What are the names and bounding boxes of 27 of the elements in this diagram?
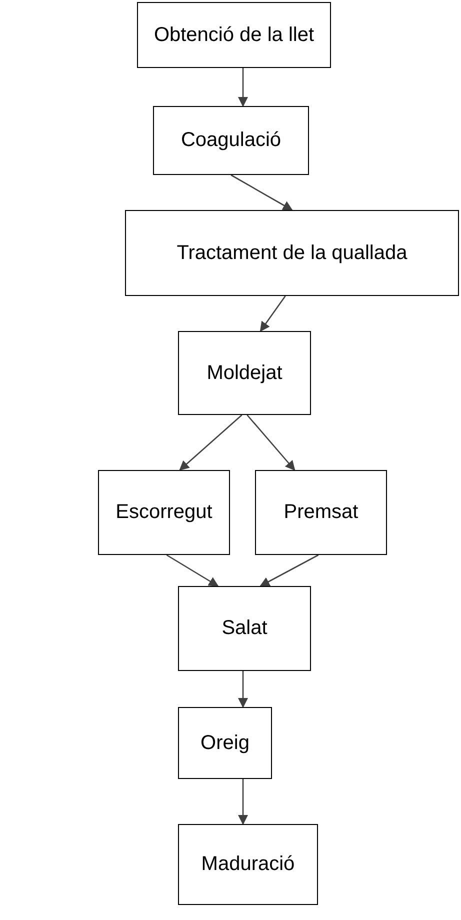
arrow — [179, 414, 242, 471]
arrow — [238, 671, 248, 708]
process-box — [178, 331, 311, 415]
step-label: Oreig — [200, 730, 250, 756]
step-label: Escorregut — [116, 500, 212, 525]
arrow — [260, 554, 319, 587]
arrow — [166, 554, 219, 587]
process-box — [98, 470, 230, 555]
step-label: Obtenció de la llet — [154, 22, 314, 48]
step-label: Moldejat — [206, 360, 282, 386]
arrow — [238, 779, 248, 825]
step-label: Coagulació — [180, 128, 282, 153]
process-box — [153, 106, 309, 175]
process-box — [255, 470, 387, 555]
step-label: Tractament de la quallada — [176, 240, 408, 266]
arrow — [238, 68, 248, 107]
step-label: Maduració — [201, 852, 295, 877]
arrow — [230, 174, 293, 211]
arrow — [246, 414, 296, 471]
process-box — [137, 2, 331, 68]
step-label: Premsat — [284, 500, 358, 525]
process-box — [178, 824, 318, 905]
arrow — [260, 296, 286, 332]
step-label: Salat — [222, 616, 268, 641]
process-box — [178, 707, 272, 779]
process-box — [125, 210, 459, 296]
process-box — [178, 586, 311, 671]
